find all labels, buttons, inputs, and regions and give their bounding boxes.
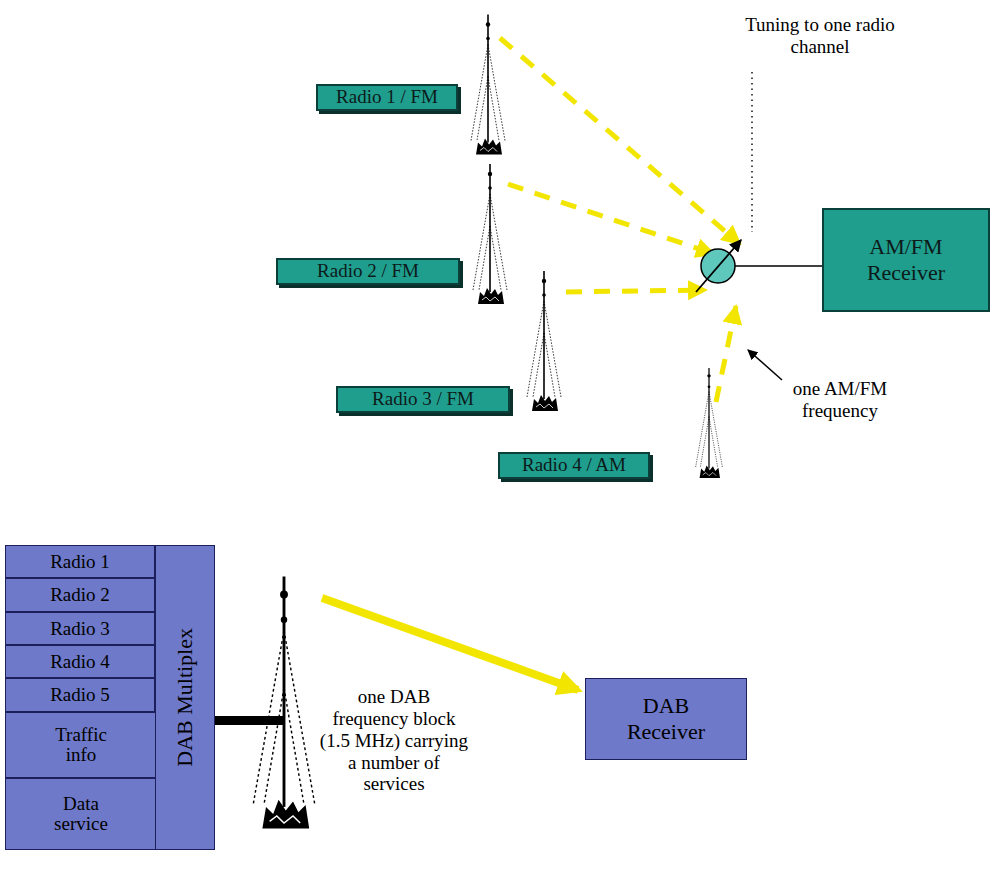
box-label: Traffic info — [44, 725, 118, 765]
box-label: Radio 3 — [50, 619, 110, 639]
note-text: one AM/FM frequency — [765, 378, 915, 422]
radio-tower — [473, 164, 507, 304]
box-label: Radio 4 / AM — [522, 455, 626, 476]
box-label: DAB Receiver — [610, 693, 722, 746]
radio-tower — [696, 368, 723, 478]
tuner-arrow — [696, 240, 741, 292]
multiplex-box: Radio 3 — [5, 612, 155, 645]
box-label: Radio 2 — [50, 585, 110, 605]
box-label: Radio 1 — [50, 552, 110, 572]
radio-wave — [566, 290, 706, 292]
box-label: Radio 3 / FM — [372, 389, 474, 410]
note-text: Tuning to one radio channel — [735, 14, 905, 58]
note-label: one AM/FM frequency — [765, 378, 915, 422]
radio-wave — [500, 38, 740, 244]
radio-box: DAB Receiver — [585, 678, 747, 760]
dab-wave — [322, 598, 578, 690]
leader-line — [751, 72, 752, 232]
pointer-arrow — [748, 350, 782, 380]
multiplex-box: Radio 5 — [5, 678, 155, 712]
radio-tower — [471, 15, 505, 155]
radio-waves — [500, 38, 740, 402]
radio-box: Radio 1 / FM — [316, 84, 458, 111]
box-label: Data service — [40, 794, 122, 834]
radio-box: Radio 3 / FM — [336, 386, 510, 413]
note-label: one DAB frequency block (1.5 MHz) carryi… — [318, 686, 470, 795]
note-text: one DAB frequency block (1.5 MHz) carryi… — [318, 686, 470, 795]
box-label: Radio 5 — [50, 685, 110, 705]
radio-box: AM/FM Receiver — [822, 208, 990, 312]
multiplex-box: Radio 1 — [5, 545, 155, 578]
radio-tower — [527, 271, 561, 411]
radio-wave — [508, 184, 714, 254]
feed-bar — [215, 716, 285, 725]
radio-box: Radio 4 / AM — [498, 452, 650, 479]
box-label: AM/FM Receiver — [852, 234, 960, 287]
multiplex-box: Radio 4 — [5, 645, 155, 678]
multiplex-box: Radio 2 — [5, 578, 155, 612]
box-label: Radio 1 / FM — [336, 87, 438, 108]
box-label: Radio 2 / FM — [317, 261, 419, 282]
multiplex-box: Traffic info — [5, 712, 157, 778]
note-label: Tuning to one radio channel — [735, 14, 905, 58]
multiplex-box: Data service — [5, 778, 157, 850]
radio-box: Radio 2 / FM — [276, 258, 460, 285]
box-label: DAB Multiplex — [172, 628, 198, 767]
multiplex-box: DAB Multiplex — [155, 545, 215, 850]
tuner-wire — [735, 265, 822, 267]
radio-wave — [716, 306, 736, 402]
box-label: Radio 4 — [50, 652, 110, 672]
dab-tower — [253, 577, 314, 829]
